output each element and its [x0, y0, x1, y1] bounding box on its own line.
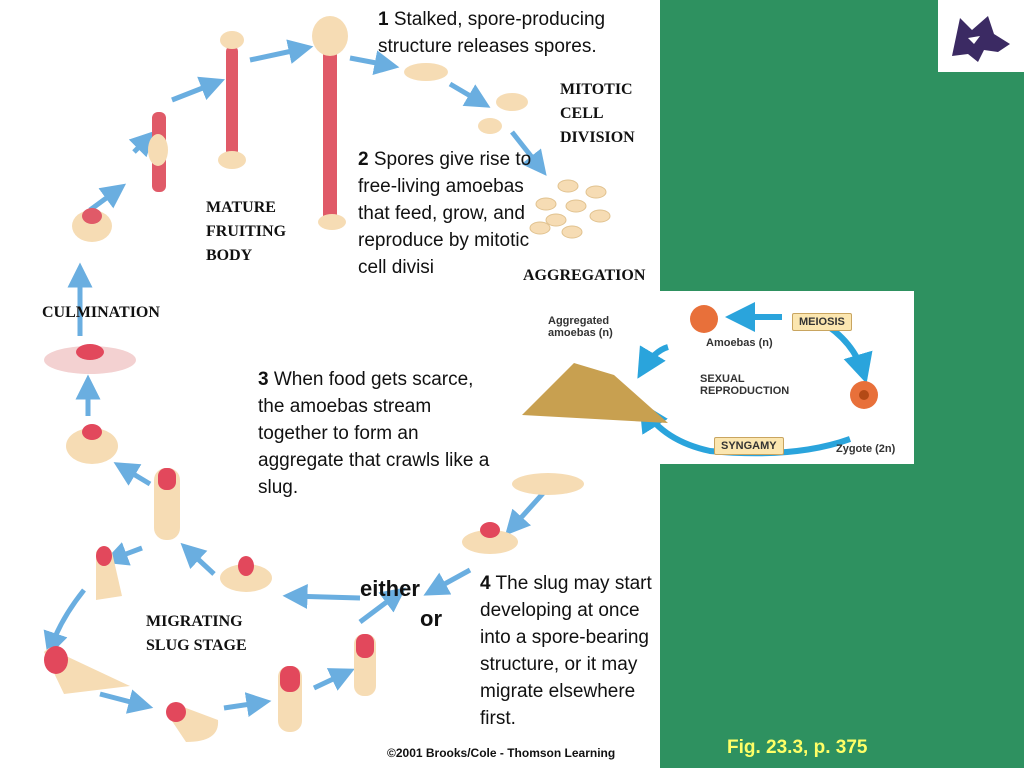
amoebas-label: Amoebas (n): [706, 337, 773, 349]
arrow: [102, 542, 143, 566]
step-number: 2: [358, 149, 369, 170]
step-3-caption: 3 When food gets scarce, the amoebas str…: [258, 366, 498, 501]
step-text: Spores give rise to free-living amoebas …: [358, 149, 532, 278]
arrow: [249, 39, 314, 64]
amoeba: [478, 118, 502, 134]
arrow: [423, 567, 472, 596]
step-text: When food gets scarce, the amoebas strea…: [258, 369, 490, 498]
mitotic-cell-division-label: MITOTIC CELL DIVISION: [560, 81, 635, 146]
fruiting-body-mature: [218, 31, 246, 169]
step-text: Stalked, spore-producing structure relea…: [378, 9, 606, 57]
either-label: either: [360, 576, 420, 601]
migrating-slug-stage-label: MIGRATING SLUG STAGE: [146, 613, 247, 654]
arrow: [223, 692, 272, 717]
culmination-label: CULMINATION: [42, 304, 160, 321]
amoebas-group: [529, 179, 611, 239]
sexual-reproduction-inset: Aggregated amoebas (n) MEIOSIS Amoebas (…: [514, 291, 914, 464]
arrow: [349, 50, 400, 76]
copyright-credit: ©2001 Brooks/Cole - Thomson Learning: [387, 746, 616, 760]
aggregated-amoebas-pile: [522, 363, 668, 423]
arrow: [448, 81, 491, 108]
mound: [66, 428, 118, 464]
fruiting-body-tall: [312, 16, 348, 230]
amoeba: [496, 93, 528, 111]
step-1-caption: 1 Stalked, spore-producing structure rel…: [378, 6, 658, 60]
arrow: [43, 588, 86, 658]
arrow: [113, 462, 152, 487]
arrow: [128, 130, 156, 158]
amoeba-icon: [690, 305, 718, 333]
step-number: 1: [378, 9, 389, 30]
mature-fruiting-body-label: MATURE FRUITING BODY: [206, 199, 287, 264]
meiosis-label: MEIOSIS: [792, 313, 852, 331]
culminating-structure: [148, 112, 168, 192]
aggregated-amoebas-label: Aggregated amoebas (n): [548, 315, 613, 339]
arrow: [88, 183, 127, 213]
arrow: [99, 689, 154, 714]
mound: [220, 564, 272, 592]
arrow: [358, 587, 406, 624]
husky-logo-icon: [952, 16, 1010, 62]
aggregation-label: AGGREGATION: [523, 267, 646, 284]
arrow: [171, 76, 225, 103]
sexual-reproduction-label: SEXUAL REPRODUCTION: [700, 373, 790, 397]
step-number: 4: [480, 573, 491, 594]
figure-reference: Fig. 23.3, p. 375: [727, 737, 868, 758]
aggregate: [462, 530, 518, 554]
step-4-caption: 4 The slug may start developing at once …: [480, 570, 666, 732]
step-number: 3: [258, 369, 269, 390]
arrow: [180, 542, 216, 576]
zygote-label: Zygote (2n): [836, 443, 896, 455]
arrow: [282, 584, 361, 609]
arrow: [312, 668, 355, 691]
logo-box: [938, 0, 1024, 72]
step-text: The slug may start developing at once in…: [480, 573, 652, 729]
syngamy-label: SYNGAMY: [714, 437, 784, 455]
arrow: [510, 130, 547, 176]
early-culmination: [72, 208, 112, 242]
step-2-caption: 2 Spores give rise to free-living amoeba…: [358, 146, 538, 281]
or-label: or: [420, 606, 442, 631]
aggregate-slug: [512, 473, 584, 495]
spores: [404, 63, 448, 81]
